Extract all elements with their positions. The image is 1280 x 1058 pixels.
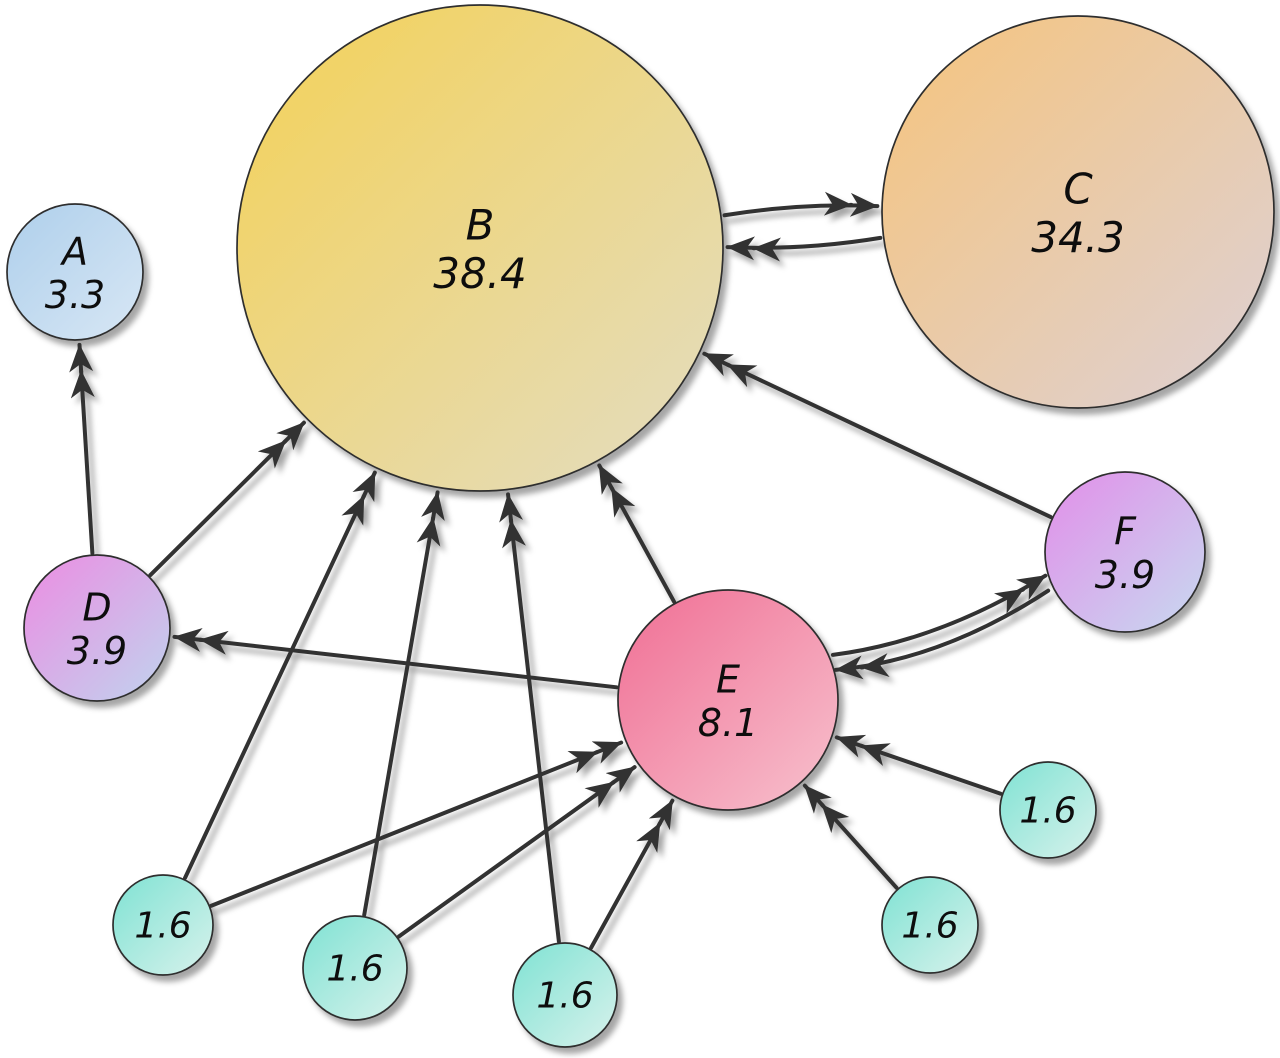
edge-E-D (172, 627, 619, 690)
node-E-label: E (716, 657, 740, 701)
nodes-layer: A3.3B38.4C34.3D3.9E8.1F3.91.61.61.61.61.… (6, 4, 1275, 1048)
node-small-4-circle (881, 876, 979, 974)
edge-B-C (722, 192, 880, 218)
node-small-3: 1.6 (512, 942, 618, 1048)
node-D-circle (23, 554, 171, 702)
node-C: C34.3 (881, 15, 1275, 409)
node-A-circle (6, 203, 144, 341)
edge-small-4-E-chevron (820, 802, 850, 834)
edge-small-2-E-chevron (584, 780, 616, 808)
node-D-label: D (82, 585, 111, 629)
node-E: E8.1 (617, 589, 839, 811)
edge-small-3-E (589, 798, 675, 950)
node-E-circle (617, 589, 839, 811)
node-A-value: 3.3 (45, 273, 105, 317)
edge-E-F-chevron (993, 587, 1026, 614)
node-small-2: 1.6 (302, 915, 408, 1021)
edge-D-B (148, 420, 306, 578)
edge-small-3-B (499, 492, 561, 944)
edge-F-E (833, 588, 1051, 680)
node-F: F3.9 (1044, 471, 1206, 633)
edge-small-4-E (802, 783, 899, 890)
node-small-1: 1.6 (112, 874, 214, 976)
edge-small-2-B (362, 490, 445, 917)
node-small-3-value: 1.6 (536, 976, 593, 1017)
edge-D-A (69, 342, 95, 556)
node-E-value: 8.1 (698, 701, 758, 745)
edge-C-B (725, 235, 883, 261)
node-B-circle (236, 4, 724, 492)
node-small-2-circle (302, 915, 408, 1021)
node-small-5: 1.6 (999, 761, 1097, 859)
node-C-circle (881, 15, 1275, 409)
edge-small-2-E (396, 765, 637, 939)
node-F-circle (1044, 471, 1206, 633)
node-B-value: 38.4 (433, 249, 527, 298)
node-small-5-value: 1.6 (1019, 791, 1076, 832)
node-small-5-circle (999, 761, 1097, 859)
edges-layer (69, 191, 1053, 950)
node-small-4-value: 1.6 (901, 906, 958, 947)
node-small-3-circle (512, 942, 618, 1048)
node-A: A3.3 (6, 203, 144, 341)
edge-E-B (597, 463, 677, 604)
node-A-label: A (59, 229, 88, 273)
node-small-2-value: 1.6 (326, 949, 383, 990)
edge-D-B-chevron (257, 438, 288, 469)
node-D: D3.9 (23, 554, 171, 702)
node-B-label: B (466, 201, 495, 250)
node-D-value: 3.9 (67, 629, 127, 673)
node-F-value: 3.9 (1095, 553, 1155, 597)
node-small-1-value: 1.6 (134, 906, 191, 947)
node-small-4: 1.6 (881, 876, 979, 974)
node-B: B38.4 (236, 4, 724, 492)
node-C-value: 34.3 (1031, 213, 1125, 262)
edge-small-5-E (834, 734, 1003, 796)
node-C-label: C (1063, 165, 1093, 214)
graph-scene: A3.3B38.4C34.3D3.9E8.1F3.91.61.61.61.61.… (6, 4, 1275, 1048)
edge-small-1-E (209, 740, 624, 908)
edge-E-F (830, 573, 1048, 657)
node-F-label: F (1114, 509, 1137, 553)
edge-small-1-B (183, 470, 377, 880)
node-small-1-circle (112, 874, 214, 976)
